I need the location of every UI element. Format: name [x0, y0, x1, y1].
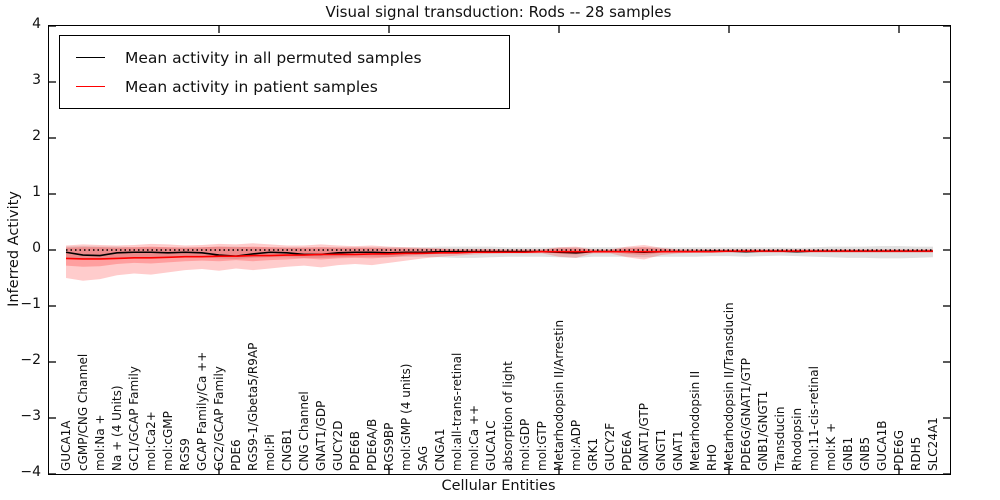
x-category-label: mol:all-trans-retinal [450, 352, 464, 471]
x-category-label: GRK1 [586, 437, 600, 471]
chart-title: Visual signal transduction: Rods -- 28 s… [325, 3, 672, 21]
x-category-label: PDE6 [229, 439, 243, 471]
x-category-label: cGMP/CNG Channel [76, 353, 90, 471]
legend: Mean activity in all permuted samples Me… [59, 35, 510, 109]
x-category-label: CNG Channel [297, 391, 311, 471]
x-category-label: GNAT1/GDP [314, 400, 328, 471]
legend-item-patient: Mean activity in patient samples [76, 72, 509, 101]
x-category-label: GNAT1/GTP [637, 403, 651, 471]
legend-label-patient: Mean activity in patient samples [125, 77, 378, 96]
y-tick-label: 4 [32, 16, 41, 32]
plot-canvas [49, 26, 950, 474]
x-category-label: GC1/GCAP Family [127, 366, 141, 471]
x-category-label: SAG [416, 445, 430, 471]
x-category-label: Metarhodopsin II [688, 370, 702, 471]
x-category-label: PDE6A [620, 431, 634, 471]
x-category-label: RGS9-1/Gbeta5/R9AP [246, 342, 260, 471]
x-category-label: mol:GMP (4 units) [399, 363, 413, 471]
y-tick-label: −1 [20, 296, 41, 312]
x-category-label: Metarhodopsin II/Transducin [722, 302, 736, 471]
x-category-label: mol:GDP [518, 418, 532, 471]
x-category-label: RGS9BP [382, 422, 396, 471]
x-axis-label: Cellular Entities [441, 478, 556, 494]
x-category-label: Rhodopsin [790, 407, 804, 471]
x-category-label: RGS9 [178, 438, 192, 471]
x-category-label: GC2/GCAP Family [212, 366, 226, 471]
x-category-label: mol:Na + [93, 414, 107, 471]
x-category-label: mol:Ca2+ [144, 411, 158, 471]
x-category-label: GUCY2F [603, 422, 617, 471]
x-category-label: mol:cGMP [161, 411, 175, 471]
x-category-label: CNGA1 [433, 428, 447, 472]
legend-item-permuted: Mean activity in all permuted samples [76, 43, 509, 72]
x-category-label: RHO [705, 444, 719, 471]
x-category-label: absorption of light [501, 361, 515, 471]
x-category-label: GUCA1A [59, 420, 73, 471]
legend-line-black-icon [76, 57, 105, 58]
legend-label-permuted: Mean activity in all permuted samples [125, 48, 422, 67]
x-category-label: GNAT1 [671, 430, 685, 471]
x-category-label: GUCA1C [484, 420, 498, 471]
x-category-label: mol:Pi [263, 434, 277, 471]
x-category-label: PDE6G [892, 430, 906, 471]
y-tick-label: 1 [32, 184, 41, 200]
x-category-label: GNB5 [858, 436, 872, 471]
x-category-label: Na + (4 Units) [110, 385, 124, 471]
x-category-label: PDE6A/B [365, 418, 379, 471]
x-category-label: GUCA1B [875, 420, 889, 471]
x-category-label: PDE6G/GNAT1/GTP [739, 357, 753, 471]
y-tick-label: −4 [20, 464, 41, 480]
x-category-label: mol:ADP [569, 419, 583, 471]
x-category-label: mol:11-cis-retinal [807, 366, 821, 471]
x-category-label: Metarhodopsin II/Arrestin [552, 319, 566, 471]
legend-line-red-icon [76, 86, 105, 87]
x-category-label: GCAP Family/Ca ++ [195, 351, 209, 471]
x-category-label: CNGB1 [280, 428, 294, 471]
x-category-label: mol:Ca ++ [467, 404, 481, 471]
patient-mean-line [65, 250, 933, 260]
x-category-label: mol:K + [824, 422, 838, 471]
y-tick-label: 3 [32, 72, 41, 88]
x-category-label: Transducin [773, 406, 787, 471]
x-category-label: mol:GTP [535, 421, 549, 471]
x-category-label: GNGT1 [654, 428, 668, 471]
x-category-label: GNB1 [841, 436, 855, 471]
x-category-label: GNB1/GNGT1 [756, 390, 770, 471]
y-tick-label: −3 [20, 408, 41, 424]
y-tick-label: 2 [32, 128, 41, 144]
x-category-label: GUCY2D [331, 420, 345, 471]
x-category-label: SLC24A1 [926, 417, 940, 471]
y-tick-label: −2 [20, 352, 41, 368]
x-category-label: RDH5 [909, 436, 923, 471]
y-tick-label: 0 [32, 240, 41, 256]
x-category-label: PDE6B [348, 431, 362, 471]
